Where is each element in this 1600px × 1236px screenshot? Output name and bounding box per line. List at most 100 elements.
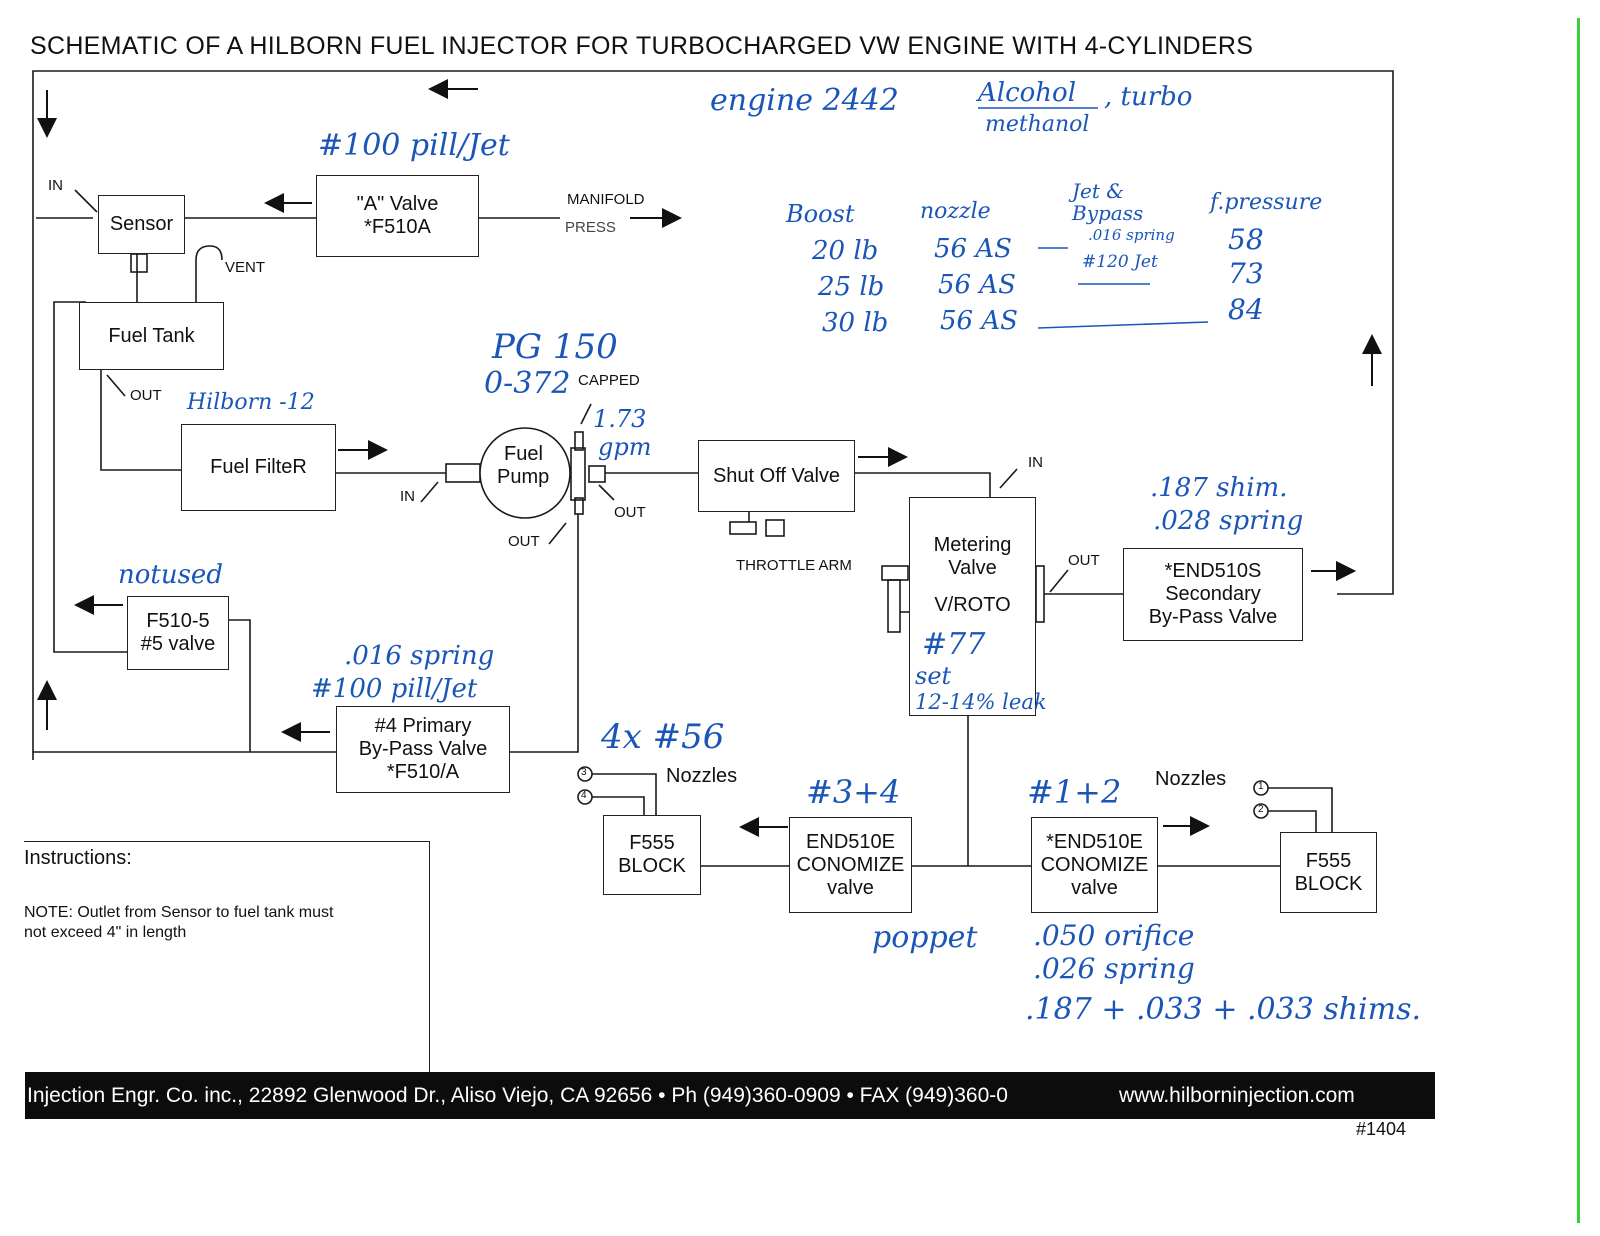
label-capped: CAPPED xyxy=(578,372,640,389)
table-row1-nozzle: 56 AS xyxy=(934,234,1012,264)
hw-turbo: , turbo xyxy=(1104,82,1193,112)
label-out-pump-right: OUT xyxy=(614,504,646,521)
secondary-bypass-line2: Secondary xyxy=(1165,583,1261,605)
footer-url[interactable]: www.hilborninjection.com xyxy=(1119,1083,1355,1107)
secondary-bypass-box: *END510S Secondary By-Pass Valve xyxy=(1123,548,1303,641)
instructions-line1: NOTE: Outlet from Sensor to fuel tank mu… xyxy=(24,904,334,921)
label-manifold: MANIFOLD xyxy=(567,191,645,208)
instructions-panel xyxy=(24,841,430,1073)
hw-poppet: poppet xyxy=(872,920,978,955)
nozzle-number-2: 2 xyxy=(1258,804,1264,815)
metering-valve-line3: V/ROTO xyxy=(934,594,1011,616)
shutoff-valve-label: Shut Off Valve xyxy=(712,464,841,487)
table-row2-pressure: 73 xyxy=(1228,257,1264,290)
f555-block-right: F555 BLOCK xyxy=(1280,832,1377,913)
hw-nozzle-count: 4x #56 xyxy=(601,717,725,757)
economizer-right-line3: valve xyxy=(1071,876,1118,899)
fuel-pump-body xyxy=(479,427,571,519)
footer-address: Injection Engr. Co. inc., 22892 Glenwood… xyxy=(27,1083,1008,1107)
label-press: PRESS xyxy=(565,219,616,236)
label-in-pump: IN xyxy=(400,488,415,505)
fuel-filter-box: Fuel FilteR xyxy=(181,424,336,511)
primary-bypass-line1: #4 Primary xyxy=(374,715,472,737)
table-header-pressure: f.pressure xyxy=(1210,190,1323,215)
a-valve-line2: *F510A xyxy=(364,216,431,238)
economizer-left-line2: CONOMIZE xyxy=(796,853,905,876)
economizer-right-box: *END510E CONOMIZE valve xyxy=(1031,817,1158,913)
page-title: SCHEMATIC OF A HILBORN FUEL INJECTOR FOR… xyxy=(30,32,1254,60)
metering-valve-box: Metering Valve V/ROTO xyxy=(909,497,1036,716)
f510-5-valve-box: F510-5 #5 valve xyxy=(127,596,229,670)
hw-range: 0-372 xyxy=(484,366,571,401)
primary-bypass-line2: By-Pass Valve xyxy=(358,738,488,760)
sensor-label: Sensor xyxy=(109,213,174,235)
fuel-pump-line2: Pump xyxy=(497,466,550,488)
doc-number: #1404 xyxy=(1356,1119,1407,1139)
secondary-bypass-line3: By-Pass Valve xyxy=(1148,606,1278,628)
fuel-pump-line1: Fuel xyxy=(504,443,543,465)
table-row1-pressure: 58 xyxy=(1228,223,1264,256)
hw-alcohol: Alcohol xyxy=(978,78,1077,108)
f510-5-line1: F510-5 xyxy=(146,610,210,632)
table-row1-jet: .016 spring xyxy=(1088,226,1175,244)
scan-edge-bar xyxy=(1577,18,1580,1223)
f555-right-line1: F555 xyxy=(1305,849,1352,872)
fuel-tank-label: Fuel Tank xyxy=(108,324,195,347)
table-header-nozzle: nozzle xyxy=(920,199,991,224)
instructions-heading: Instructions: xyxy=(24,847,132,869)
hw-spring-028: .028 spring xyxy=(1153,506,1304,536)
table-row3-boost: 30 lb xyxy=(822,308,889,338)
table-row1-boost: 20 lb xyxy=(812,236,879,266)
label-nozzles-right: Nozzles xyxy=(1155,768,1227,790)
metering-valve-line2: Valve xyxy=(948,557,997,579)
f555-left-line1: F555 xyxy=(629,832,675,854)
f555-block-left: F555 BLOCK xyxy=(603,815,701,895)
hw-gpm-value: 1.73 xyxy=(593,405,647,433)
a-valve-box: "A" Valve *F510A xyxy=(316,175,479,257)
table-row3-nozzle: 56 AS xyxy=(940,306,1018,336)
hw-orifice: .050 orifice xyxy=(1033,919,1195,952)
f510-5-line2: #5 valve xyxy=(140,633,216,655)
economizer-left-line3: valve xyxy=(827,876,874,899)
label-out-metering: OUT xyxy=(1068,552,1100,569)
label-in-sensor: IN xyxy=(48,177,63,194)
table-row2-boost: 25 lb xyxy=(818,272,885,302)
hw-pill-jet-100: #100 pill/Jet xyxy=(311,674,478,704)
economizer-left-box: END510E CONOMIZE valve xyxy=(789,817,912,913)
secondary-bypass-line1: *END510S xyxy=(1164,560,1262,582)
table-header-jet-bypass: Jet & Bypass xyxy=(1072,179,1144,225)
hw-not-used: notused xyxy=(118,560,223,590)
hw-hilborn: Hilborn -12 xyxy=(187,390,315,415)
a-valve-line1: "A" Valve xyxy=(356,193,439,215)
table-header-boost: Boost xyxy=(786,200,855,228)
label-out-tank: OUT xyxy=(130,387,162,404)
nozzle-number-3: 3 xyxy=(581,767,587,778)
primary-bypass-box: #4 Primary By-Pass Valve *F510/A xyxy=(336,706,510,793)
label-vent: VENT xyxy=(225,259,266,276)
fuel-tank-box: Fuel Tank xyxy=(79,302,224,370)
table-row2-jet: #120 Jet xyxy=(1082,252,1158,272)
f555-left-line2: BLOCK xyxy=(618,855,686,877)
hw-pill-jet-top: #100 pill/Jet xyxy=(318,128,510,163)
label-throttle-arm: THROTTLE ARM xyxy=(736,557,852,574)
hw-econ-12: #1+2 xyxy=(1027,773,1122,811)
hw-leak: 12-14% leak xyxy=(915,690,1047,714)
hw-set-label: set xyxy=(915,662,952,690)
nozzle-number-4: 4 xyxy=(581,790,587,801)
label-out-pump-bottom: OUT xyxy=(508,533,540,550)
economizer-left-line1: END510E xyxy=(806,830,895,853)
hw-set-77: #77 xyxy=(922,627,986,662)
sensor-box: Sensor xyxy=(98,195,185,254)
hw-pg150: PG 150 xyxy=(492,327,618,367)
fuel-filter-label: Fuel FilteR xyxy=(210,456,307,478)
hw-spring-026: .026 spring xyxy=(1033,952,1195,985)
metering-valve-line1: Metering xyxy=(933,534,1012,556)
hw-gpm-unit: gpm xyxy=(598,433,652,461)
f555-right-line2: BLOCK xyxy=(1294,872,1363,895)
table-row3-pressure: 84 xyxy=(1228,293,1264,326)
nozzle-number-1: 1 xyxy=(1258,781,1264,792)
label-in-metering: IN xyxy=(1028,454,1043,471)
shutoff-valve-box: Shut Off Valve xyxy=(698,440,855,512)
hw-engine: engine 2442 xyxy=(710,83,899,118)
